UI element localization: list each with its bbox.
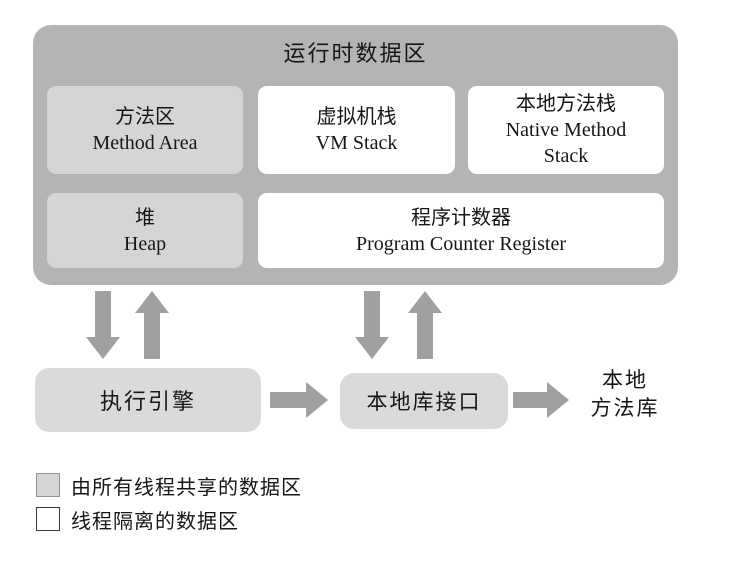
method-area-label-cn: 方法区 bbox=[115, 106, 175, 128]
legend-shared-swatch bbox=[36, 473, 60, 497]
pc-register-label-en: Program Counter Register bbox=[356, 232, 566, 255]
native-method-stack-label-cn: 本地方法栈 bbox=[516, 93, 616, 115]
heap-label-cn: 堆 bbox=[135, 206, 155, 229]
arrow-up-icon bbox=[408, 291, 442, 359]
native-method-libraries-label: 本地 方法库 bbox=[566, 366, 684, 423]
native-interface-box: 本地库接口 bbox=[340, 373, 508, 429]
native-method-libraries-line2: 方法库 bbox=[590, 396, 660, 421]
legend-isolated-label: 线程隔离的数据区 bbox=[71, 510, 239, 533]
arrow-right-shape bbox=[270, 382, 328, 418]
vm-stack-label-en: VM Stack bbox=[315, 132, 398, 154]
legend-item-shared: 由所有线程共享的数据区 bbox=[36, 472, 302, 499]
arrow-down-shape bbox=[86, 291, 120, 359]
arrow-down-shape bbox=[355, 291, 389, 359]
arrow-right-icon bbox=[270, 382, 328, 418]
runtime-data-area-title: 运行时数据区 bbox=[283, 41, 428, 66]
legend-item-isolated: 线程隔离的数据区 bbox=[36, 506, 302, 533]
pc-register-box: 程序计数器 Program Counter Register bbox=[258, 193, 664, 268]
arrow-right-shape bbox=[513, 382, 569, 418]
method-area-box: 方法区 Method Area bbox=[47, 86, 243, 174]
native-method-stack-box: 本地方法栈 Native Method Stack bbox=[468, 86, 664, 174]
heap-label-en: Heap bbox=[123, 232, 167, 255]
arrow-up-shape bbox=[135, 291, 169, 359]
arrow-down-icon bbox=[355, 291, 389, 359]
arrow-down-icon bbox=[86, 291, 120, 359]
execution-engine-box: 执行引擎 bbox=[35, 368, 261, 432]
method-area-label-en: Method Area bbox=[92, 132, 198, 154]
legend-isolated-swatch bbox=[36, 507, 60, 531]
execution-engine-label: 执行引擎 bbox=[99, 389, 196, 414]
arrow-up-shape bbox=[408, 291, 442, 359]
legend-shared-label: 由所有线程共享的数据区 bbox=[71, 476, 302, 499]
vm-stack-box: 虚拟机栈 VM Stack bbox=[258, 86, 455, 174]
pc-register-label-cn: 程序计数器 bbox=[411, 206, 511, 229]
arrow-up-icon bbox=[135, 291, 169, 359]
legend: 由所有线程共享的数据区 线程隔离的数据区 bbox=[36, 472, 302, 540]
native-method-libraries-line1: 本地 bbox=[602, 368, 648, 392]
native-method-stack-label-en: Native Method Stack bbox=[505, 119, 627, 167]
vm-stack-label-cn: 虚拟机栈 bbox=[316, 106, 397, 128]
heap-box: 堆 Heap bbox=[47, 193, 243, 268]
native-interface-label: 本地库接口 bbox=[366, 390, 482, 414]
arrow-right-icon bbox=[513, 382, 569, 418]
runtime-data-area-group: 运行时数据区 方法区 Method Area 虚拟机栈 VM Stack 本地方… bbox=[33, 25, 678, 285]
